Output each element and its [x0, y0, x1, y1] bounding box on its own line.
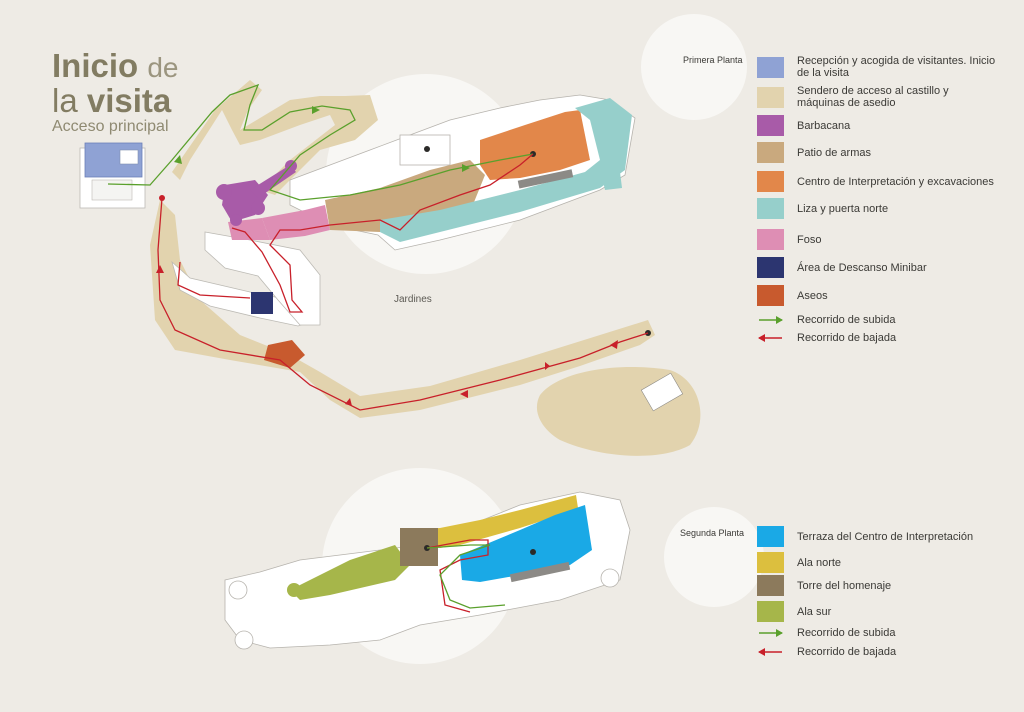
ala-norte-area: [400, 495, 578, 548]
legend-route-descent: Recorrido de bajada: [757, 332, 997, 344]
decor-circle-bottom-right: [664, 507, 764, 607]
legend-swatch: [757, 575, 784, 596]
legend-item: Terraza del Centro de Interpretación: [757, 526, 997, 547]
legend-item: Sendero de acceso al castillo y máquinas…: [757, 85, 997, 109]
legend-route-label: Recorrido de subida: [797, 314, 896, 326]
lower-structure: [171, 231, 321, 327]
legend-swatch: [757, 171, 784, 192]
legend-item: Liza y puerta norte: [757, 198, 997, 219]
ascent-arrows: [174, 106, 470, 172]
legend-route-label: Recorrido de bajada: [797, 332, 897, 344]
legend-item: Foso: [757, 229, 997, 250]
route-ascent: [107, 83, 534, 201]
legend-swatch: [757, 198, 784, 219]
legend-label: Patio de armas: [797, 146, 871, 159]
foso-area: [262, 205, 330, 240]
minibar-area: [251, 292, 273, 314]
first-floor-label: Primera Planta: [683, 55, 743, 65]
legend-item: Patio de armas: [757, 142, 997, 163]
terraza-area: [460, 505, 592, 582]
title-visita: visita: [86, 82, 172, 119]
legend-route-label: Recorrido de bajada: [797, 646, 897, 658]
title-inicio: Inicio: [52, 47, 139, 84]
legend-route-ascent: Recorrido de subida: [757, 314, 997, 326]
gray-wall: [517, 169, 574, 189]
ala-sur-tower: [287, 583, 301, 597]
legend-swatch: [757, 86, 784, 108]
marker-dot: [424, 146, 430, 152]
title-de: de: [147, 52, 179, 83]
legend-label: Sendero de acceso al castillo y máquinas…: [797, 85, 949, 109]
title-la: la: [52, 82, 78, 119]
legend-item: Barbacana: [757, 115, 997, 136]
legend-swatch: [757, 257, 784, 278]
arrow-right-icon: [759, 629, 783, 637]
legend-item: Ala norte: [757, 552, 997, 573]
legend-item: Ala sur: [757, 601, 997, 622]
legend-swatch: [757, 285, 784, 306]
legend-swatch: [757, 115, 784, 136]
descent-arrows: [156, 265, 618, 406]
legend-label: Recepción y acogida de visitantes. Inici…: [797, 55, 996, 79]
arrow-right-icon: [759, 316, 783, 324]
descent-start-dot: [159, 195, 165, 201]
arrow-left-icon: [758, 334, 782, 342]
legend-label: Terraza del Centro de Interpretación: [797, 530, 974, 543]
route-descent: [157, 153, 649, 411]
legend-label: Foso: [797, 233, 822, 246]
legend-label: Centro de Interpretación y excavaciones: [797, 175, 994, 188]
legend-swatch: [757, 142, 784, 163]
legend-swatch: [757, 56, 784, 78]
aseos-area: [264, 340, 305, 368]
map-title: Inicio de la visita Acceso principal: [52, 47, 179, 136]
second-floor-routes: [426, 539, 506, 613]
legend-label: Ala sur: [797, 605, 832, 618]
legend-swatch: [757, 526, 784, 547]
decor-circle-top: [641, 14, 747, 120]
legend-label: Aseos: [797, 289, 828, 302]
legend-swatch: [757, 601, 784, 622]
legend-label: Área de Descanso Minibar: [797, 261, 927, 274]
legend-item: Recepción y acogida de visitantes. Inici…: [757, 55, 997, 79]
legend-swatch: [757, 229, 784, 250]
legend-item: Centro de Interpretación y excavaciones: [757, 171, 997, 192]
legend-route-label: Recorrido de subida: [797, 627, 896, 639]
second-floor-label: Segunda Planta: [680, 528, 745, 538]
legend-item: Área de Descanso Minibar: [757, 257, 997, 278]
legend-label: Liza y puerta norte: [797, 202, 889, 215]
marker-dot: [530, 549, 536, 555]
legend-item: Aseos: [757, 285, 997, 306]
legend-route-ascent: Recorrido de subida: [757, 627, 997, 639]
arrow-left-icon: [758, 648, 782, 656]
legend-label: Ala norte: [797, 556, 842, 569]
legend-route-descent: Recorrido de bajada: [757, 646, 997, 658]
jardines-label: Jardines: [394, 294, 432, 305]
title-subtitle: Acceso principal: [52, 118, 169, 135]
liza-tower: [600, 168, 622, 190]
liza-area: [380, 98, 632, 242]
legend-label: Torre del homenaje: [797, 579, 892, 592]
gray-wall-2: [509, 561, 571, 583]
centro-interpretacion-area: [480, 110, 590, 180]
legend-label: Barbacana: [797, 119, 851, 132]
ala-sur-area: [290, 545, 410, 600]
legend-swatch: [757, 552, 784, 573]
reception-building: [79, 142, 146, 209]
outbuilding: [640, 372, 684, 412]
legend-item: Torre del homenaje: [757, 575, 997, 596]
